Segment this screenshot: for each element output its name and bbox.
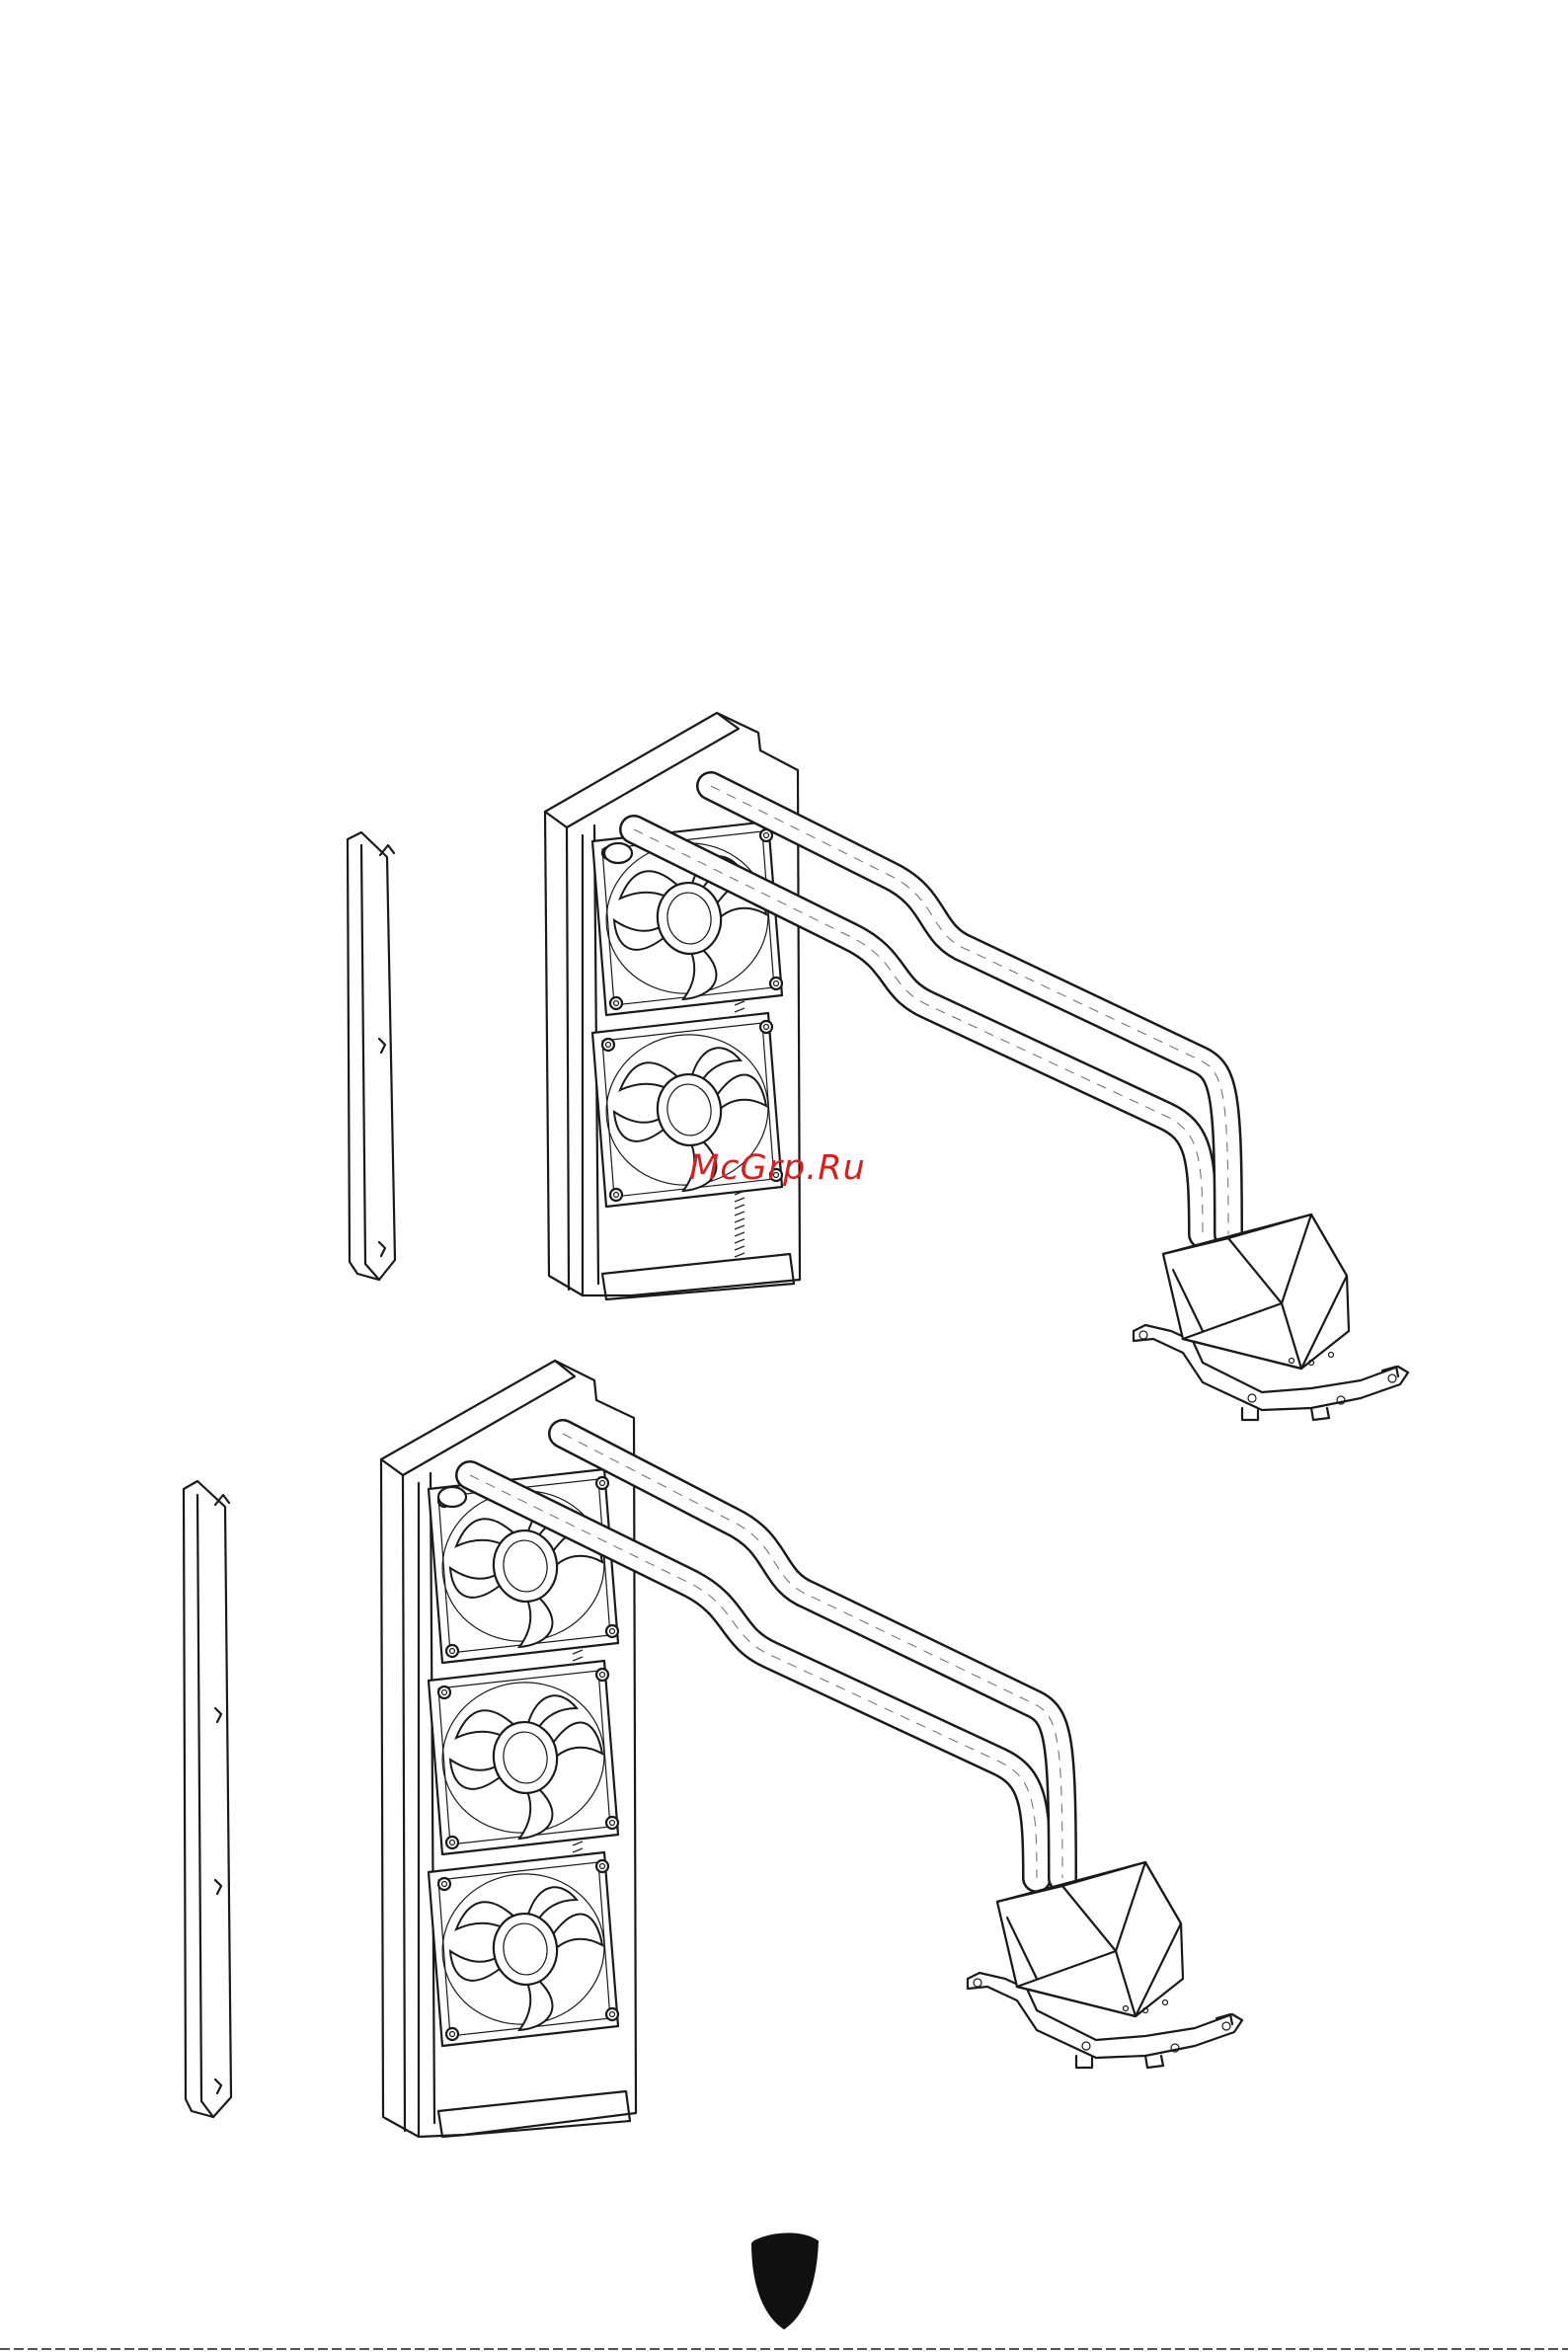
cooler-illustration-240 (348, 713, 1408, 1420)
cooler-illustration-360 (184, 1361, 1242, 2137)
fan-bottom-3 (429, 1852, 618, 2046)
side-cover-top (348, 832, 395, 1280)
side-cover-bottom (184, 1481, 231, 2117)
watermark-text: McGrp.Ru (689, 1148, 866, 1188)
shield-logo-icon (752, 2234, 818, 2328)
fan-bottom-2 (429, 1661, 618, 1854)
pump-block-top (1134, 1215, 1408, 1420)
footer-rule (0, 2348, 1568, 2350)
pump-block-bottom (968, 1862, 1242, 2068)
